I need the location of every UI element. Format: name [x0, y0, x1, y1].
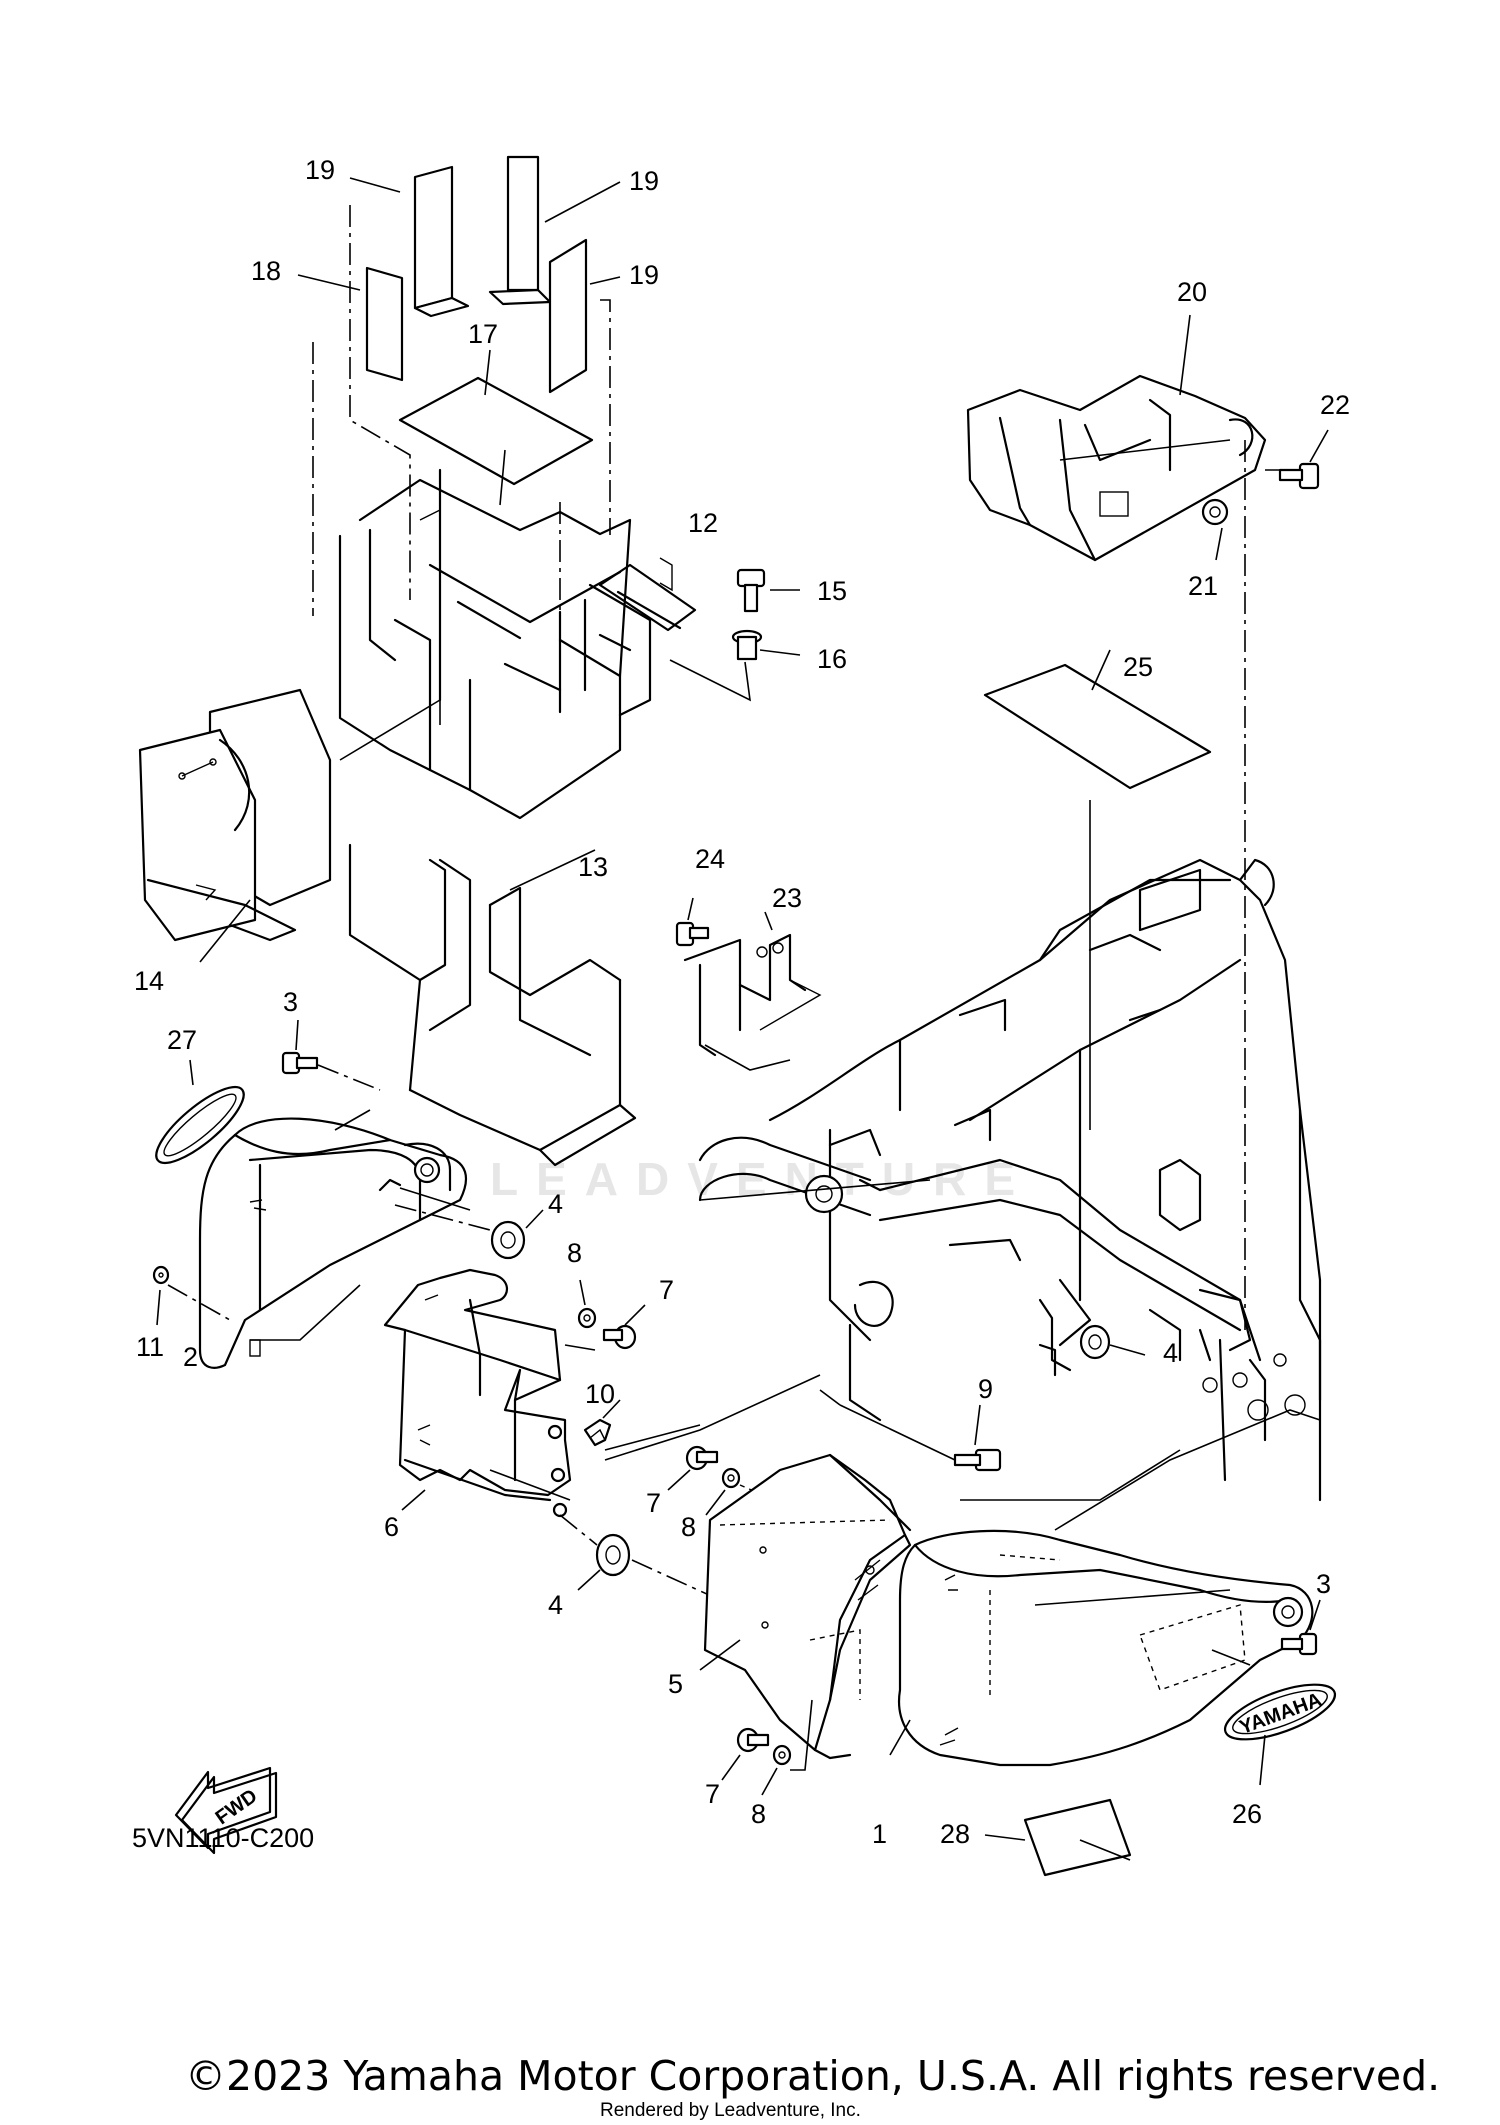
bolt-7-upper	[602, 1324, 637, 1350]
bracket-23	[683, 933, 822, 1057]
callout-numbers: 1 2 3 3 4 4 4 5 6 7 7 7 8 8 8 9 10 11 12…	[134, 155, 1350, 1849]
callout-17: 17	[468, 319, 498, 349]
callout-6: 6	[384, 1512, 399, 1542]
callout-25: 25	[1123, 652, 1153, 682]
callout-7-middle: 7	[646, 1488, 661, 1518]
copyright-notice: ©2023 Yamaha Motor Corporation, U.S.A. A…	[185, 2052, 1441, 2100]
callout-2: 2	[183, 1342, 198, 1372]
plate-28	[1023, 1798, 1132, 1877]
bolt-3-left	[281, 1051, 319, 1075]
callout-4-lower: 4	[548, 1590, 563, 1620]
callout-4-upper: 4	[548, 1189, 563, 1219]
diagram-code: 5VN1110-C200	[132, 1823, 315, 1853]
side-cover-14	[138, 688, 332, 942]
callout-28: 28	[940, 1819, 970, 1849]
callout-8-upper: 8	[567, 1238, 582, 1268]
washer-11	[152, 1265, 170, 1285]
callout-21: 21	[1188, 571, 1218, 601]
callout-11: 11	[136, 1332, 164, 1362]
cover-20	[966, 374, 1267, 562]
callout-24: 24	[695, 844, 725, 874]
battery-box	[338, 468, 673, 820]
pad-18	[365, 266, 404, 382]
bolt-24	[675, 921, 710, 947]
battery-cover-13	[348, 843, 637, 1167]
callout-15: 15	[817, 576, 847, 606]
nut-21	[1201, 498, 1229, 526]
callout-1: 1	[872, 1819, 887, 1849]
callout-13: 13	[578, 852, 608, 882]
pad-17	[398, 376, 594, 486]
bolt-3-right	[1280, 1632, 1318, 1656]
washer-8-lower	[772, 1744, 792, 1766]
callout-16: 16	[817, 644, 847, 674]
callout-22: 22	[1320, 390, 1350, 420]
callout-5: 5	[668, 1669, 683, 1699]
callout-19-right: 19	[629, 260, 659, 290]
bolt-9	[953, 1448, 1002, 1472]
washer-8-upper	[577, 1307, 597, 1329]
rubber-4-right	[1079, 1324, 1111, 1360]
bolt-7-lower	[736, 1727, 770, 1753]
bolt-7-middle	[685, 1445, 719, 1471]
callout-3-right: 3	[1316, 1569, 1331, 1599]
pad-19-right	[548, 238, 588, 394]
rendered-by-notice: Rendered by Leadventure, Inc.	[600, 2100, 861, 2121]
callout-3-left: 3	[283, 987, 298, 1017]
frame	[698, 858, 1322, 1502]
battery-band-12	[598, 563, 697, 632]
clip-10	[583, 1418, 612, 1447]
yamaha-emblem-26: YAMAHA	[1223, 1683, 1337, 1741]
bolt-22	[1278, 462, 1320, 490]
callout-8-middle: 8	[681, 1512, 696, 1542]
cover-5	[703, 1453, 912, 1760]
collar-16	[731, 629, 763, 661]
watermark-text: LEADVENTURE	[490, 1153, 1033, 1205]
callout-27: 27	[167, 1025, 197, 1055]
callout-7-upper: 7	[659, 1275, 674, 1305]
pad-19-center	[488, 155, 552, 306]
callout-9: 9	[978, 1374, 993, 1404]
callout-23: 23	[772, 883, 802, 913]
center-cover-6	[383, 1268, 572, 1518]
callout-19-top-left: 19	[305, 155, 335, 185]
washer-8-middle	[721, 1467, 741, 1489]
callout-14: 14	[134, 966, 164, 996]
callout-8-lower: 8	[751, 1799, 766, 1829]
bolt-15	[736, 568, 766, 613]
pad-19-left	[413, 165, 470, 318]
pad-25	[983, 663, 1212, 790]
callout-12: 12	[688, 508, 718, 538]
callout-20: 20	[1177, 277, 1207, 307]
callout-26: 26	[1232, 1799, 1262, 1829]
callout-10: 10	[585, 1379, 615, 1409]
callout-7-lower: 7	[705, 1779, 720, 1809]
callout-4-right: 4	[1163, 1338, 1178, 1368]
callout-19-top-right: 19	[629, 166, 659, 196]
rubber-4-lower	[595, 1533, 631, 1577]
callout-18: 18	[251, 256, 281, 286]
rubber-4-upper	[490, 1220, 526, 1260]
badge-27	[155, 1085, 245, 1165]
